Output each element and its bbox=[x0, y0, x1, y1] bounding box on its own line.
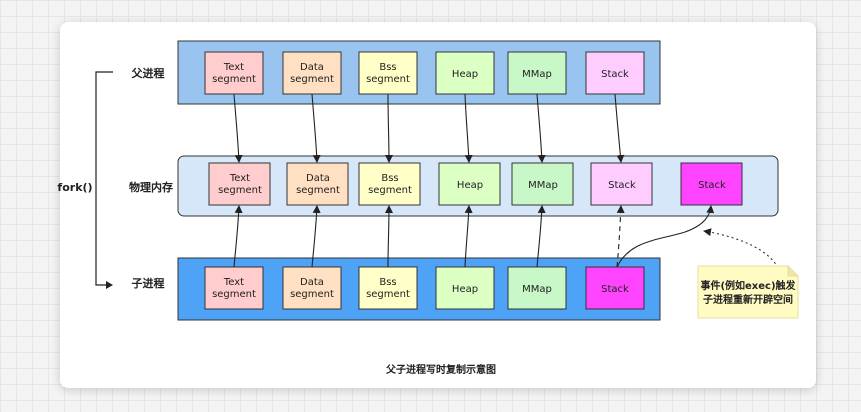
parent-data-segment: Data segment bbox=[282, 51, 342, 95]
svg-text:Text: Text bbox=[223, 62, 244, 73]
physical-new-stack-segment: Stack bbox=[680, 162, 743, 206]
parent-text-segment: Text segment bbox=[204, 51, 264, 95]
svg-text:segment: segment bbox=[368, 185, 412, 196]
svg-text:segment: segment bbox=[366, 74, 410, 85]
svg-text:Stack: Stack bbox=[601, 284, 629, 295]
svg-text:segment: segment bbox=[212, 289, 256, 300]
child-text-segment: Text segment bbox=[204, 266, 264, 310]
child-bss-segment: Bss segment bbox=[358, 266, 418, 310]
svg-text:Text: Text bbox=[223, 277, 244, 288]
svg-text:Heap: Heap bbox=[452, 284, 478, 295]
fork-arrowhead bbox=[106, 281, 113, 289]
svg-text:segment: segment bbox=[218, 185, 262, 196]
svg-text:segment: segment bbox=[290, 74, 334, 85]
svg-text:Stack: Stack bbox=[608, 180, 636, 191]
note-line-1: 事件(例如exec)触发 bbox=[700, 279, 796, 292]
parent-mmap-segment: MMap bbox=[507, 51, 567, 95]
note-connector bbox=[703, 228, 779, 269]
physical-bss-segment: Bss segment bbox=[358, 162, 421, 206]
physical-data-segment: Data segment bbox=[286, 162, 349, 206]
svg-text:Data: Data bbox=[300, 277, 324, 288]
parent-label: 父进程 bbox=[131, 66, 165, 80]
svg-text:Heap: Heap bbox=[457, 180, 483, 191]
child-row bbox=[177, 257, 661, 321]
diagram-caption: 父子进程写时复制示意图 bbox=[385, 363, 496, 376]
svg-text:segment: segment bbox=[212, 74, 256, 85]
note-line-2: 子进程重新开辟空间 bbox=[703, 293, 793, 306]
svg-text:Stack: Stack bbox=[698, 180, 726, 191]
fork-label: fork() bbox=[57, 181, 92, 194]
physical-label: 物理内存 bbox=[129, 180, 173, 194]
physical-text-segment: Text segment bbox=[208, 162, 271, 206]
child-data-segment: Data segment bbox=[282, 266, 342, 310]
svg-text:segment: segment bbox=[290, 289, 334, 300]
svg-text:Text: Text bbox=[229, 173, 250, 184]
parent-bss-segment: Bss segment bbox=[358, 51, 418, 95]
event-note: 事件(例如exec)触发 子进程重新开辟空间 bbox=[697, 264, 800, 319]
svg-text:Bss: Bss bbox=[379, 62, 396, 73]
svg-text:Stack: Stack bbox=[601, 69, 629, 80]
svg-text:Heap: Heap bbox=[452, 69, 478, 80]
parent-heap-segment: Heap bbox=[435, 51, 495, 95]
svg-text:MMap: MMap bbox=[522, 284, 552, 295]
physical-mmap-segment: MMap bbox=[511, 162, 574, 206]
parent-stack-segment: Stack bbox=[585, 51, 645, 95]
child-stack-segment: Stack bbox=[585, 266, 645, 310]
fork-bracket bbox=[95, 71, 113, 286]
parent-mapping-arrows bbox=[233, 93, 625, 163]
child-mapping-arrows bbox=[233, 205, 546, 268]
svg-text:MMap: MMap bbox=[522, 69, 552, 80]
svg-text:Bss: Bss bbox=[381, 173, 398, 184]
svg-text:MMap: MMap bbox=[528, 180, 558, 191]
child-mmap-segment: MMap bbox=[507, 266, 567, 310]
child-label: 子进程 bbox=[132, 276, 165, 290]
svg-text:segment: segment bbox=[296, 185, 340, 196]
physical-heap-segment: Heap bbox=[438, 162, 501, 206]
svg-text:Data: Data bbox=[300, 62, 324, 73]
old-stack-dashed-arrow bbox=[616, 205, 625, 268]
child-heap-segment: Heap bbox=[435, 266, 495, 310]
new-stack-arrow bbox=[616, 205, 715, 268]
physical-stack-segment: Stack bbox=[590, 162, 653, 206]
svg-text:Data: Data bbox=[306, 173, 330, 184]
svg-text:Bss: Bss bbox=[379, 277, 396, 288]
svg-text:segment: segment bbox=[366, 289, 410, 300]
